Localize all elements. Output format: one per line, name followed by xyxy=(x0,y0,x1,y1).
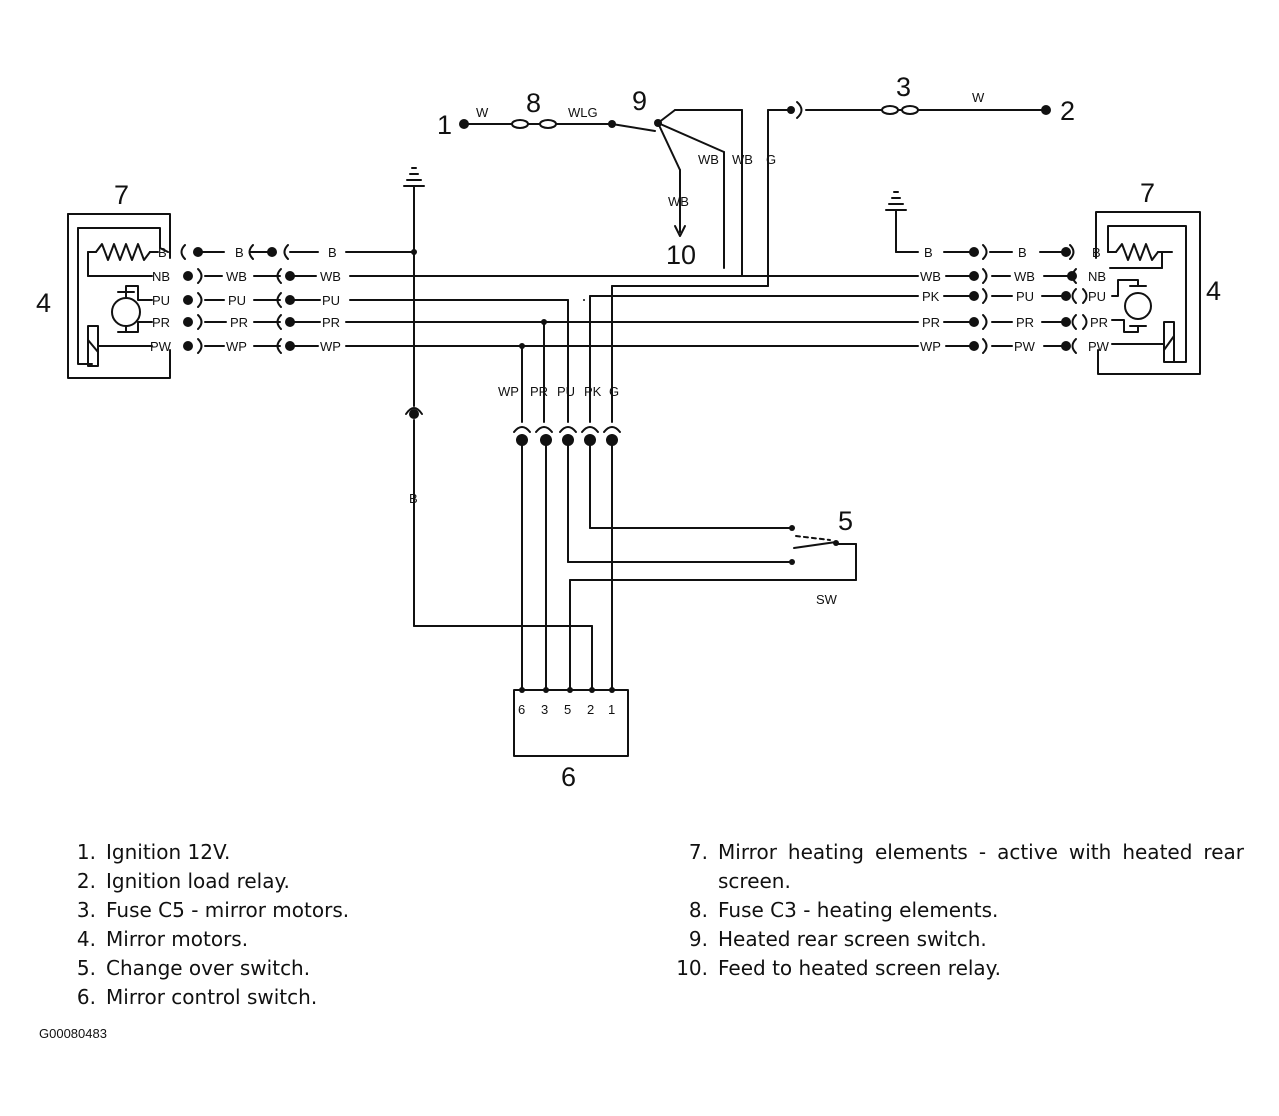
legend-item: 9.Heated rear screen switch. xyxy=(688,927,987,951)
wire-label: WB xyxy=(226,269,247,284)
wire-label: PU xyxy=(228,293,246,308)
right-mirror-assembly xyxy=(1095,211,1201,375)
wire-labels: W WLG W WB WB WB G B NB PU PR PW B WB PU… xyxy=(150,90,1110,607)
component-1: 1 xyxy=(437,110,452,140)
switch-pin: 5 xyxy=(564,702,571,717)
component-3: 3 xyxy=(896,72,911,102)
legend-item: 6.Mirror control switch. xyxy=(76,985,318,1009)
wire-label: PR xyxy=(530,384,548,399)
wire-label: WLG xyxy=(568,105,598,120)
wire-label: B xyxy=(235,245,244,260)
legend-right: 7.Mirror heating elements - active with … xyxy=(672,838,1244,983)
switch-pin: 6 xyxy=(518,702,525,717)
left-connector-pins xyxy=(183,247,547,351)
wire-label: PR xyxy=(230,315,248,330)
component-7-right: 7 xyxy=(1140,178,1155,208)
wire-label: WB xyxy=(320,269,341,284)
wire-label: B xyxy=(924,245,933,260)
right-connector-pins xyxy=(969,247,1077,351)
component-2: 2 xyxy=(1060,96,1075,126)
wire-label: NB xyxy=(152,269,170,284)
figure-code: G00080483 xyxy=(39,1026,107,1041)
mirror-motor-feed xyxy=(611,101,1047,423)
switch-pin: 2 xyxy=(587,702,594,717)
wire-label: B xyxy=(1018,245,1027,260)
component-numbers: 1 2 3 4 4 5 6 7 7 8 9 10 xyxy=(36,72,1221,792)
component-9: 9 xyxy=(632,86,647,116)
wire-label: B xyxy=(328,245,337,260)
switch-pin: 3 xyxy=(541,702,548,717)
wire-label: WB xyxy=(920,269,941,284)
wire-label: G xyxy=(609,384,619,399)
legend-item: 3.Fuse C5 - mirror motors. xyxy=(76,898,350,922)
wire-label: SW xyxy=(816,592,838,607)
component-6: 6 xyxy=(561,762,576,792)
wire-label: WP xyxy=(920,339,941,354)
mirror-control-switch-box xyxy=(513,689,629,757)
switch-pin: 1 xyxy=(608,702,615,717)
wire-label: PU xyxy=(152,293,170,308)
wire-label: WB xyxy=(668,194,689,209)
left-harness xyxy=(180,167,919,691)
switch-bundle xyxy=(513,426,857,691)
legend-item: 8.Fuse C3 - heating elements. xyxy=(688,898,999,922)
legend-item: 10.Feed to heated screen relay. xyxy=(676,956,1002,980)
component-8: 8 xyxy=(526,88,541,118)
legend-item: 2.Ignition load relay. xyxy=(76,869,290,893)
right-harness xyxy=(885,191,1088,354)
legend-item: 4.Mirror motors. xyxy=(76,927,249,951)
wire-label: B xyxy=(1092,245,1101,260)
wire-label: PK xyxy=(584,384,602,399)
wire-label: B xyxy=(409,491,418,506)
wire-label: PW xyxy=(1088,339,1110,354)
ignition-feed xyxy=(463,109,743,277)
wire-label: PW xyxy=(150,339,172,354)
wire-label: G xyxy=(766,152,776,167)
component-7-left: 7 xyxy=(114,180,129,210)
legend-item: 5.Change over switch. xyxy=(76,956,311,980)
wire-label: PR xyxy=(1090,315,1108,330)
wiring-diagram: 1 2 3 4 4 5 6 7 7 8 9 10 W WLG W WB WB W… xyxy=(36,72,1221,792)
wire-label: WB xyxy=(732,152,753,167)
legend-item: 7.Mirror heating elements - active with … xyxy=(688,840,1244,893)
wire-label: PW xyxy=(1014,339,1036,354)
wire-label: PR xyxy=(1016,315,1034,330)
wire-label: PR xyxy=(322,315,340,330)
wire-label: WP xyxy=(498,384,519,399)
left-mirror-assembly xyxy=(67,213,171,379)
wire-label: W xyxy=(476,105,489,120)
wire-label: PU xyxy=(1016,289,1034,304)
wire-label: WP xyxy=(320,339,341,354)
wire-label: PU xyxy=(322,293,340,308)
wire-label: PK xyxy=(922,289,940,304)
wire-label: WP xyxy=(226,339,247,354)
legend-item: 1.Ignition 12V. xyxy=(76,840,231,864)
wire-label: PR xyxy=(922,315,940,330)
wire-label: PU xyxy=(557,384,575,399)
component-10: 10 xyxy=(666,240,696,270)
switch-pin-labels: 6 3 5 2 1 xyxy=(518,702,615,717)
wire-label: PU xyxy=(1088,289,1106,304)
wire-label: NB xyxy=(1088,269,1106,284)
wire-label: PR xyxy=(152,315,170,330)
component-4-right: 4 xyxy=(1206,276,1221,306)
component-5: 5 xyxy=(838,506,853,536)
wire-label: B xyxy=(158,245,167,260)
component-4-left: 4 xyxy=(36,288,51,318)
wire-label: WB xyxy=(698,152,719,167)
wire-label: WB xyxy=(1014,269,1035,284)
wire-label: W xyxy=(972,90,985,105)
legend-left: 1.Ignition 12V. 2.Ignition load relay. 3… xyxy=(60,838,580,1012)
